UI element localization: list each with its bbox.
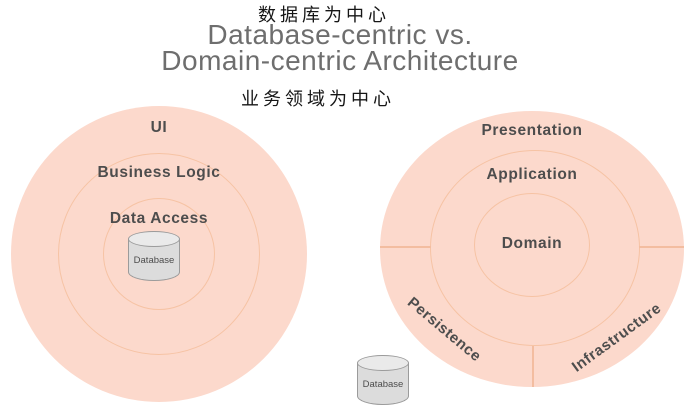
database-centric-diagram: UI Business Logic Data Access Database (0, 100, 330, 410)
database-cylinder-icon: Database (128, 231, 180, 281)
segment-divider-right (639, 246, 684, 248)
database-cylinder-label: Database (133, 255, 175, 266)
page-title-line1: Database-centric vs. (207, 19, 473, 50)
database-cylinder-label: Database (362, 379, 404, 390)
ring-label-presentation: Presentation (481, 122, 583, 139)
right-middle-ring-circle (430, 150, 640, 346)
chinese-caption-database-centric: 数据库为中心 (258, 5, 390, 25)
external-database-cylinder-icon: Database (357, 355, 409, 405)
page-title-line2: Domain-centric Architecture (161, 45, 519, 76)
ring-label-ui: UI (150, 119, 168, 136)
segment-divider-left (380, 246, 431, 248)
database-cylinder-top (128, 231, 180, 247)
ring-label-business-logic: Business Logic (97, 164, 221, 181)
ring-label-application: Application (486, 166, 578, 183)
database-cylinder-top (357, 355, 409, 371)
chinese-caption-domain-centric: 业务领域为中心 (241, 89, 395, 109)
ring-label-data-access: Data Access (109, 210, 209, 227)
segment-divider-bottom (532, 346, 534, 387)
domain-centric-diagram: Presentation Application Domain Persiste… (350, 100, 693, 410)
page-title: Database-centric vs. Domain-centric Arch… (0, 19, 680, 76)
ring-label-domain: Domain (501, 235, 563, 252)
left-inner-ring-circle (103, 198, 215, 310)
left-middle-ring-circle (58, 153, 260, 355)
right-inner-ring-circle (474, 193, 590, 297)
